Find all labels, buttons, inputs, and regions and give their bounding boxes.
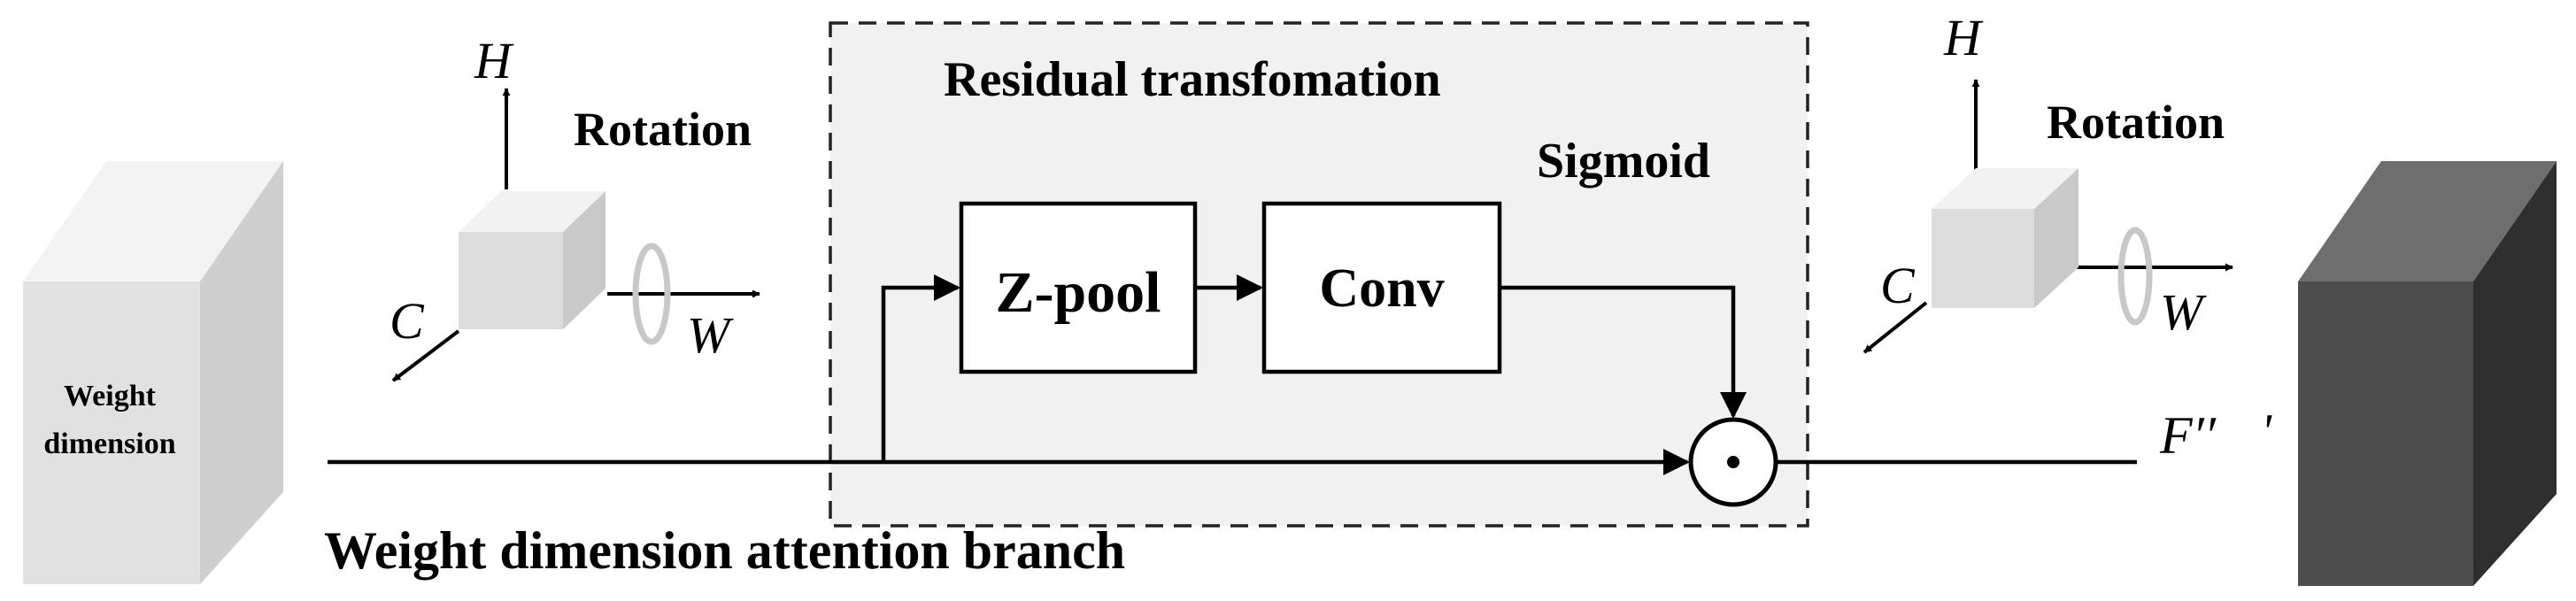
sigmoid-label: Sigmoid <box>1537 134 1710 189</box>
right-small-cube-top <box>1932 168 2079 209</box>
output-label-suffix: ' <box>2261 405 2272 459</box>
input-cube-label-line1: Weight <box>64 380 157 412</box>
right-axes-group: H C W Rotation <box>1863 9 2233 354</box>
right-h-label: H <box>1943 9 1984 66</box>
output-cube <box>2298 161 2557 586</box>
left-c-axis-arrow <box>391 329 460 382</box>
output-cube-front <box>2298 281 2473 586</box>
branch-caption: Weight dimension attention branch <box>324 521 1125 580</box>
left-c-label: C <box>389 292 425 350</box>
input-cube: Weight dimension <box>23 161 283 584</box>
left-w-label: W <box>687 306 734 364</box>
zpool-block <box>959 201 1198 374</box>
multiply-dot <box>1727 456 1739 468</box>
input-cube-top <box>23 161 283 281</box>
output-label: F′′ <box>2159 406 2217 465</box>
conv-label: Conv <box>1319 258 1444 319</box>
right-c-axis-arrow <box>1863 301 1928 354</box>
output-cube-side <box>2473 161 2557 586</box>
input-cube-front <box>23 281 200 584</box>
right-small-cube-side <box>2034 168 2079 308</box>
zpool-label: Z-pool <box>995 260 1161 325</box>
right-c-label: C <box>1880 257 1916 314</box>
right-w-label: W <box>2160 283 2207 341</box>
right-rotation-arc-icon <box>2117 227 2153 326</box>
right-rotation-label: Rotation <box>2047 96 2225 149</box>
input-cube-side <box>200 161 283 584</box>
left-rotation-label: Rotation <box>574 103 752 156</box>
left-h-label: H <box>474 32 514 89</box>
branch-to-zpool-arrow <box>881 274 960 462</box>
conv-to-multiply-arrow <box>1500 285 1747 419</box>
conv-block <box>1261 201 1502 374</box>
input-cube-label-line2: dimension <box>43 428 175 460</box>
output-cube-top <box>2298 161 2557 281</box>
left-small-cube-top <box>459 191 605 232</box>
left-small-cube-side <box>563 191 605 329</box>
left-small-cube-front <box>459 232 563 329</box>
residual-title: Residual transfomation <box>944 52 1441 107</box>
left-axes-group: H C W Rotation <box>389 32 760 382</box>
right-small-cube-front <box>1932 209 2034 308</box>
left-rotation-arc-icon <box>632 243 671 345</box>
